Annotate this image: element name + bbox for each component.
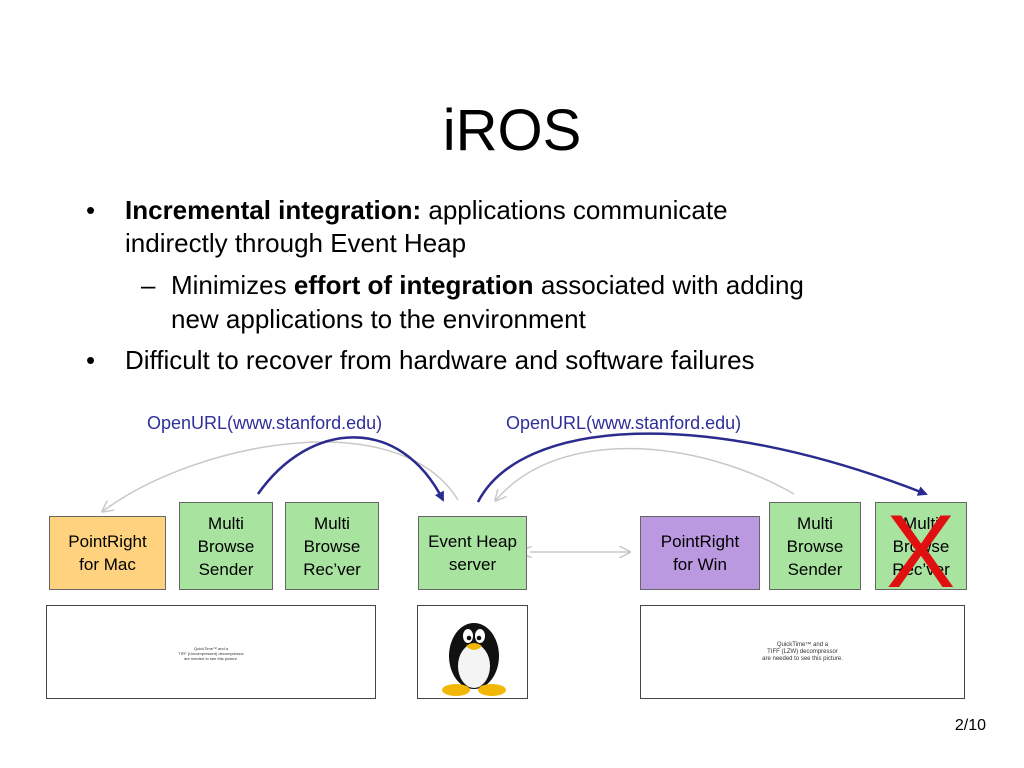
- multibrowse-sender-right-box: Multi Browse Sender: [769, 502, 861, 590]
- box-line: for Mac: [79, 555, 136, 574]
- arrow-sender-right-to-heap: [496, 447, 795, 500]
- tux-penguin-icon: [442, 623, 506, 696]
- sub-bullet-line-1: Minimizes effort of integration associat…: [171, 269, 804, 301]
- placeholder-line: are needed to see this picture.: [762, 656, 843, 662]
- bullet-2-line: Difficult to recover from hardware and s…: [125, 345, 755, 375]
- box-line: Multi: [903, 513, 939, 533]
- openurl-label-right: OpenURL(www.stanford.edu): [506, 413, 742, 433]
- placeholder-line: QuickTime™ and a: [776, 642, 829, 648]
- slide-title: iROS: [442, 98, 582, 163]
- box-line: Multi: [314, 513, 350, 533]
- bullet-1-bold: Incremental integration:: [125, 195, 422, 225]
- failure-x-mark: X: [886, 494, 956, 610]
- bullet-1-text: applications communicate: [428, 195, 728, 225]
- sub-bullet-line-2: new applications to the environment: [171, 304, 586, 334]
- arrow-heap-to-mac: [103, 441, 459, 511]
- bullet-1-line-1: Incremental integration: applications co…: [125, 194, 728, 226]
- placeholder-line: TIFF (Uncompressed) decompressor: [178, 651, 244, 656]
- box-line: Browse: [892, 536, 950, 556]
- multibrowse-receiver-left-box: Multi Browse Rec’ver: [285, 502, 379, 590]
- box-line: server: [448, 555, 497, 574]
- box-line: Event Heap: [428, 532, 517, 551]
- box-line: Multi: [208, 513, 244, 533]
- linux-server-panel: [417, 605, 528, 699]
- box-line: Rec’ver: [303, 559, 361, 579]
- arrow-heap-to-receiver-right: [476, 432, 928, 503]
- box-line: Browse: [303, 536, 361, 556]
- sub-bullet-bold: effort of integration: [293, 270, 534, 300]
- arrow-sender-left-to-heap: [256, 436, 445, 502]
- pointright-win-box: PointRight for Win: [640, 516, 760, 590]
- openurl-label-left: OpenURL(www.stanford.edu): [147, 413, 383, 433]
- box-line: Browse: [197, 536, 255, 556]
- placeholder-line: QuickTime™ and a: [193, 646, 229, 651]
- sub-bullet-marker: –: [141, 270, 156, 300]
- multibrowse-receiver-right-box: Multi Browse Rec’ver: [875, 502, 967, 590]
- box-line: Rec’ver: [892, 559, 950, 579]
- box-line: Browse: [786, 536, 844, 556]
- sub-bullet-prefix: Minimizes: [171, 270, 287, 300]
- bullet-marker: •: [86, 345, 96, 375]
- box-line: for Win: [673, 555, 727, 574]
- bullet-marker: •: [86, 195, 96, 225]
- multibrowse-sender-left-box: Multi Browse Sender: [179, 502, 273, 590]
- box-line: PointRight: [68, 532, 147, 551]
- box-line: Sender: [787, 559, 843, 579]
- box-line: Sender: [198, 559, 254, 579]
- event-heap-server-box: Event Heap server: [418, 516, 527, 590]
- placeholder-line: TIFF (LZW) decompressor: [767, 649, 838, 655]
- sub-bullet-suffix: associated with adding: [540, 270, 804, 300]
- box-line: Multi: [797, 513, 833, 533]
- placeholder-line: are needed to see this picture.: [184, 656, 238, 661]
- pointright-mac-box: PointRight for Mac: [49, 516, 166, 590]
- bullet-1-line-2: indirectly through Event Heap: [125, 228, 467, 258]
- box-line: PointRight: [660, 532, 740, 551]
- quicktime-placeholder-right: QuickTime™ and a TIFF (LZW) decompressor…: [640, 605, 965, 699]
- quicktime-placeholder-left: QuickTime™ and a TIFF (Uncompressed) dec…: [46, 605, 376, 699]
- page-number: 2/10: [954, 717, 986, 734]
